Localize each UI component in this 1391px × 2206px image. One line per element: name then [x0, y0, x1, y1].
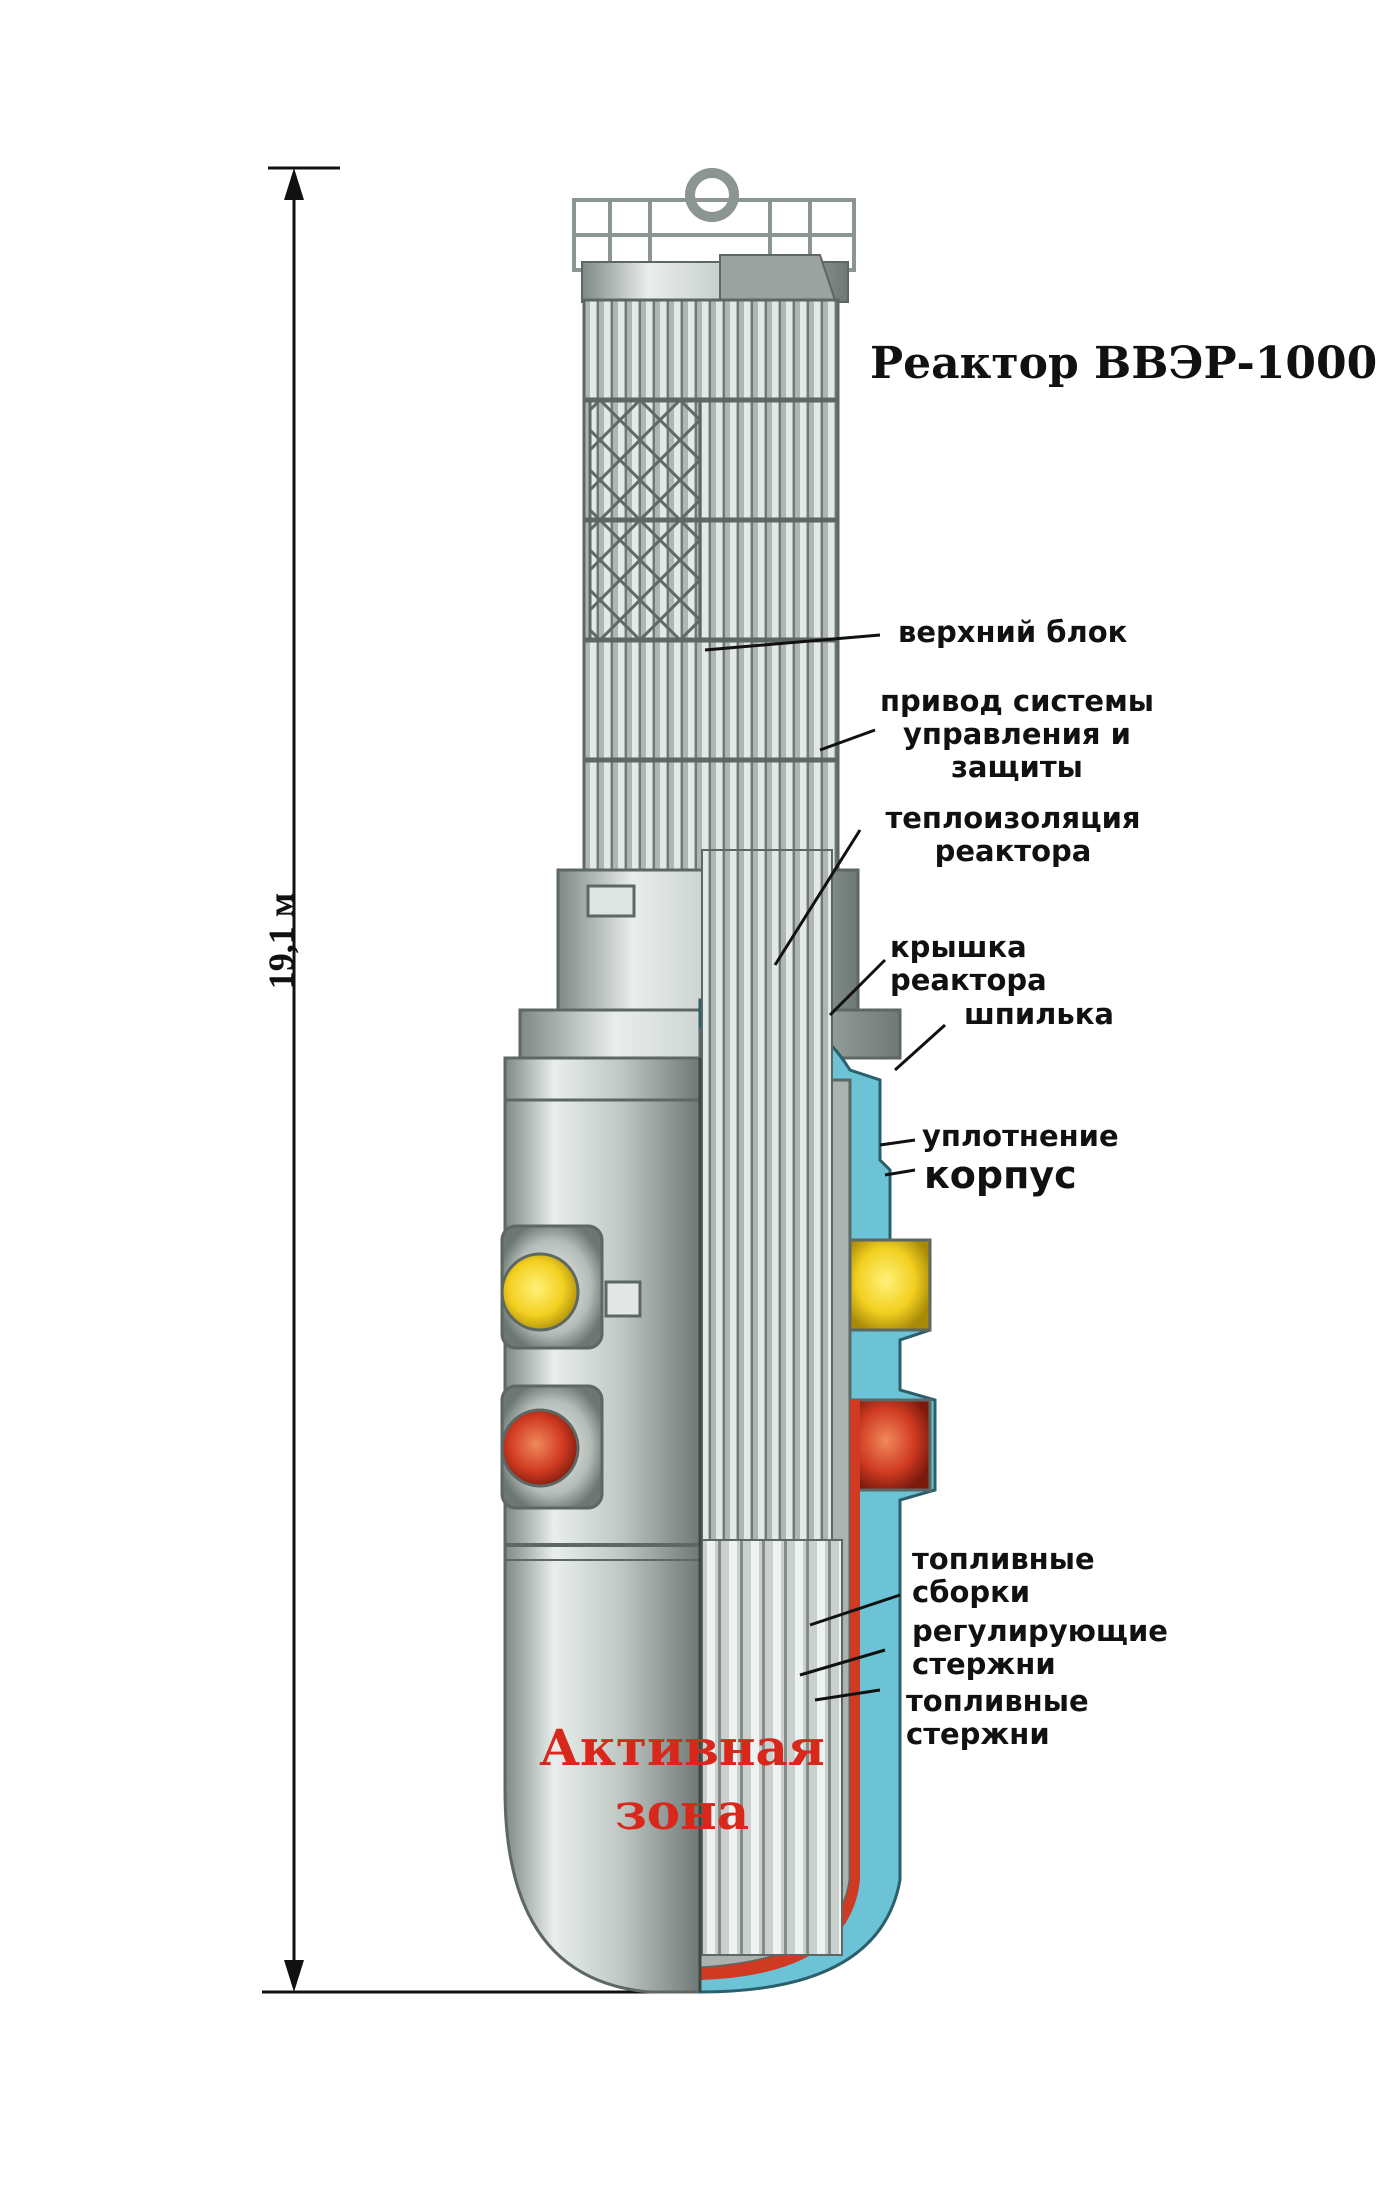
label-body: корпус [924, 1153, 1077, 1197]
label-seal: уплотнение [922, 1119, 1119, 1153]
outlet-channel [848, 1398, 932, 1492]
red-liner [700, 1400, 860, 1980]
label-stud: шпилька [964, 997, 1114, 1031]
vessel-exterior [503, 1056, 702, 1994]
inlet-nozzle [500, 1224, 604, 1350]
dimension-line [262, 166, 700, 1994]
inlet-channel [848, 1238, 932, 1332]
label-top-block: верхний блок [898, 615, 1128, 649]
core-assemblies [701, 1539, 843, 1956]
label-insulation: теплоизоляция реактора [885, 801, 1141, 868]
lifting-lug [719, 254, 837, 301]
outlet-nozzle [500, 1384, 604, 1510]
height-dimension-label: 19,1 м [261, 892, 301, 990]
label-fuel-rods: топливные стержни [906, 1684, 1089, 1751]
diagram-title: Реактор ВВЭР-1000 [870, 338, 1378, 389]
guide-tubes [701, 849, 833, 1551]
label-fuel-assemblies: топливные сборки [912, 1542, 1095, 1609]
core-label: Активная зона [539, 1718, 825, 1841]
label-lid: крышка реактора [890, 930, 1047, 997]
leader-lines [704, 633, 947, 1702]
label-control-drive: привод системы управления и защиты [879, 684, 1154, 784]
label-control-rods: регулирующие стержни [912, 1614, 1168, 1681]
